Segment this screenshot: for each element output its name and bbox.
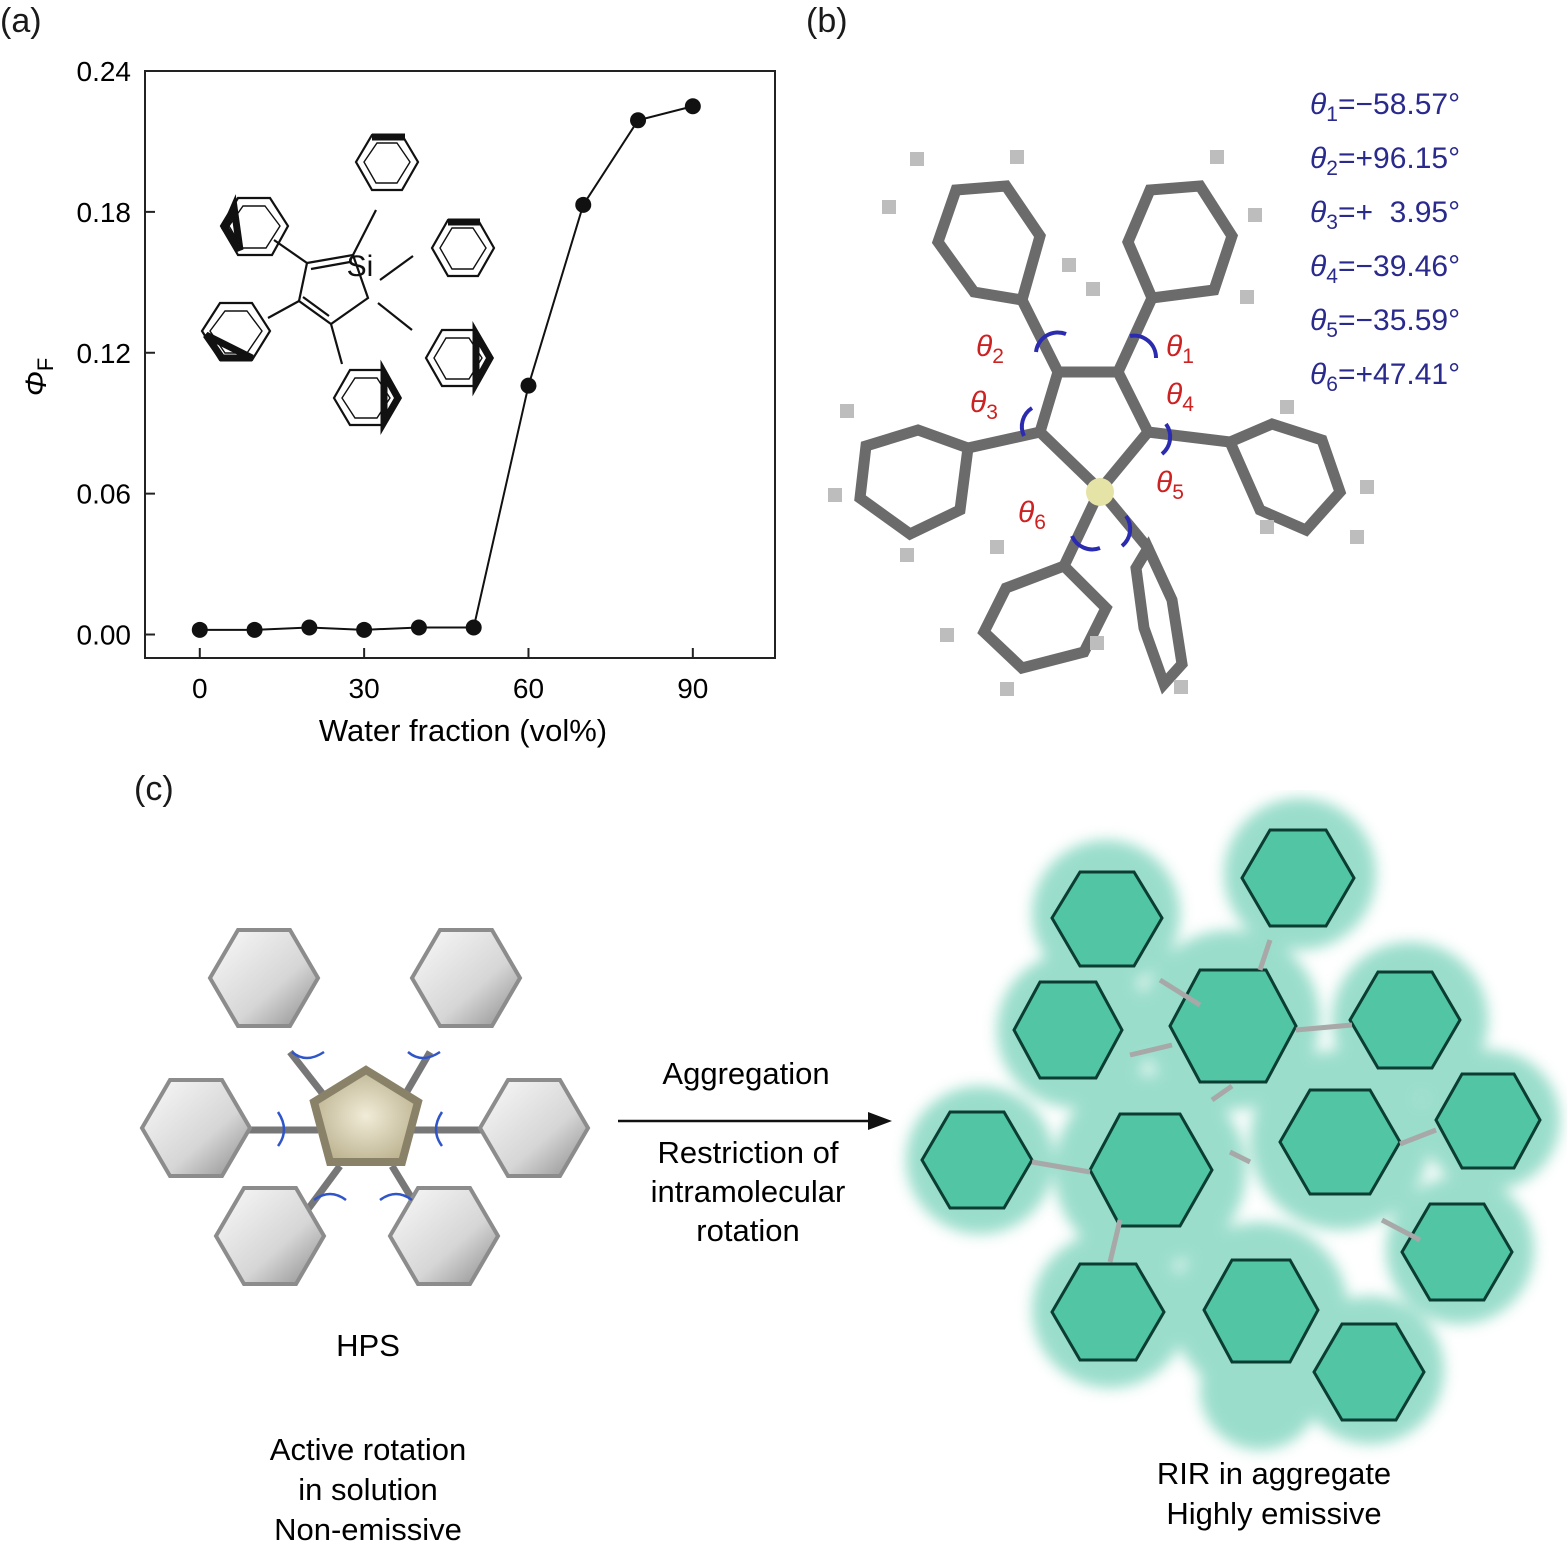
panel-label-a: (a) <box>0 2 42 40</box>
molecule-angle-labels: θ1 θ2 θ3 θ4 θ5 θ6 <box>970 330 1194 534</box>
y-tick-label: 0.06 <box>77 479 132 510</box>
crystal-structure-figure: θ1 θ2 θ3 θ4 θ5 θ6 θ1=−58.57° θ2=+96.15° … <box>828 88 1460 696</box>
data-point <box>575 196 592 213</box>
aggregation-label: Aggregation <box>662 1056 829 1091</box>
x-tick-label: 0 <box>192 673 208 704</box>
data-point <box>630 112 647 129</box>
angle-value-6: θ6=+47.41° <box>1310 358 1460 396</box>
data-point <box>410 619 427 636</box>
data-point <box>465 619 482 636</box>
plot-frame <box>144 70 776 659</box>
series-line <box>199 105 694 631</box>
data-point <box>520 377 537 394</box>
x-axis-label: Water fraction (vol%) <box>319 713 607 748</box>
theta6-label: θ6 <box>1018 496 1046 534</box>
y-axis-label: ΦF <box>20 358 58 397</box>
data-point <box>246 621 263 638</box>
silole-core <box>309 1065 423 1166</box>
right-caption-1: RIR in aggregate <box>1157 1456 1391 1491</box>
aggregate-bonds <box>1031 939 1437 1263</box>
y-tick-label: 0.12 <box>77 338 132 369</box>
panel-label-c: (c) <box>134 770 174 808</box>
angle-value-1: θ1=−58.57° <box>1310 88 1460 126</box>
rir-line-2: intramolecular <box>651 1174 846 1209</box>
angle-value-list: θ1=−58.57° θ2=+96.15° θ3=+ 3.95° θ4=−39.… <box>1310 88 1460 396</box>
rir-line-1: Restriction of <box>658 1135 839 1170</box>
panel-label-b: (b) <box>806 2 848 40</box>
left-caption-2: in solution <box>298 1472 438 1507</box>
theta3-label: θ3 <box>970 386 998 424</box>
aggregation-arrow <box>618 1112 892 1130</box>
silicon-atom <box>1086 478 1114 506</box>
emissive-aggregate <box>906 798 1560 1450</box>
y-tick-label: 0.00 <box>77 620 132 651</box>
theta2-label: θ2 <box>976 330 1004 368</box>
hps-schematic <box>139 928 591 1286</box>
rotation-arrows-hps <box>276 1050 444 1202</box>
angle-value-2: θ2=+96.15° <box>1310 142 1460 180</box>
angle-value-5: θ5=−35.59° <box>1310 304 1460 342</box>
data-point <box>191 621 208 638</box>
theta5-label: θ5 <box>1156 466 1184 504</box>
data-point <box>356 621 373 638</box>
left-caption-3: Non-emissive <box>274 1512 462 1547</box>
left-caption-1: Active rotation <box>270 1432 466 1467</box>
data-point <box>301 619 318 636</box>
angle-value-3: θ3=+ 3.95° <box>1310 196 1460 234</box>
silicon-atom-label: Si <box>347 250 374 283</box>
y-tick-label: 0.18 <box>77 197 132 228</box>
data-point <box>684 98 701 115</box>
x-tick-label: 60 <box>513 673 544 704</box>
angle-value-4: θ4=−39.46° <box>1310 250 1460 288</box>
hps-label: HPS <box>336 1328 400 1363</box>
right-caption-2: Highly emissive <box>1166 1496 1381 1531</box>
x-tick-label: 90 <box>677 673 708 704</box>
theta4-label: θ4 <box>1166 378 1194 416</box>
x-tick-label: 30 <box>349 673 380 704</box>
hps-structure-inset <box>200 133 496 435</box>
hydrogen-atoms <box>828 150 1374 696</box>
quantum-yield-chart: 0.00 0.06 0.12 0.18 0.24 0 30 60 90 ΦF Water fr… <box>20 56 776 748</box>
y-axis-ticks: 0.00 0.06 0.12 0.18 0.24 <box>77 56 155 651</box>
rir-mechanism-figure: HPS Aggregation Restriction of intramole… <box>139 798 1560 1547</box>
phenyl-rings-grey <box>139 928 591 1286</box>
theta1-label: θ1 <box>1166 330 1194 368</box>
x-axis-ticks: 0 30 60 90 <box>192 648 708 704</box>
y-tick-label: 0.24 <box>77 56 132 87</box>
series-points <box>191 98 701 638</box>
molecule-stick-model <box>854 180 1347 695</box>
rotation-arrows <box>1019 330 1173 552</box>
rir-line-3: rotation <box>696 1213 799 1248</box>
